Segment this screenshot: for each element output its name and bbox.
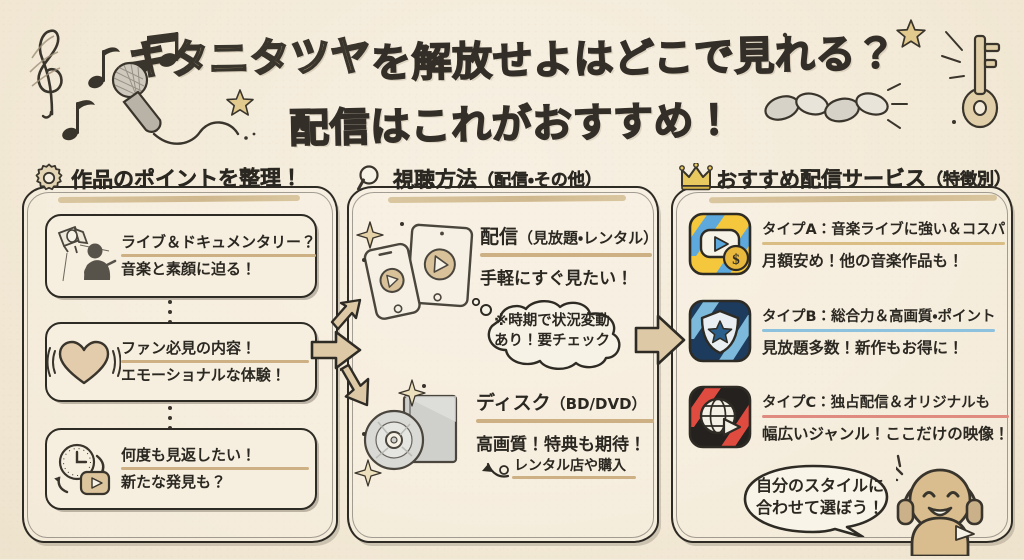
shield-star-badge-icon [688, 299, 752, 363]
service-body: 幅広いジャンル！ここだけの映像！ [762, 424, 1010, 443]
flow-arrow [310, 298, 372, 386]
connector-dots [168, 406, 172, 430]
point-card-text: 何度も見返したい！ 新たな発見も？ [121, 445, 315, 492]
service-row[interactable]: $ タイプA：音楽ライブに強い＆コスパ 月額安め！他の音楽作品も！ [688, 212, 1006, 276]
title-line-1-rest: を解放せよはどこで見れる？ [370, 30, 898, 88]
service-text: タイプB：総合力＆高画質・ポイント 見放題多数！新作もお得に！ [762, 305, 996, 358]
panel-watch-title: 視聴方法（配信・その他） [392, 167, 603, 193]
watch-method-streaming: 配信（見放題・レンタル） 手軽にすぐ見たい！ [480, 222, 659, 289]
service-body: 見放題多数！新作もお得に！ [762, 338, 964, 357]
point-card-body: 新たな発見も？ [121, 473, 227, 491]
title-line-1: キタニタツヤを解放せよはどこで見れる？ [0, 26, 1024, 88]
service-body: 月額安め！他の音楽作品も！ [762, 251, 964, 270]
panel-points-header: 作品のポイントを整理！ [34, 163, 302, 193]
svg-text:$: $ [732, 252, 740, 268]
title-highlight: キタニタツヤ [127, 33, 373, 86]
globe-play-badge-icon [688, 385, 752, 449]
point-card-title: 何度も見返したい！ [121, 445, 257, 464]
magnifier-icon [356, 163, 386, 193]
pulsing-heart-icon [47, 329, 121, 395]
watch-method-body: 高画質！特典も期待！ [476, 435, 646, 455]
watch-method-title: ディスク（BD/DVD） [476, 392, 647, 414]
point-card-text: ファン必見の内容！ エモーショナルな体験！ [121, 338, 315, 385]
point-card-underline [121, 467, 309, 470]
point-card-text: ライブ＆ドキュメンタリー？ 音楽と素顔に迫る！ [121, 232, 322, 279]
point-card-underline [121, 360, 309, 363]
point-card-title: ファン必見の内容！ [121, 338, 257, 357]
service-text: タイプA：音楽ライブに強い＆コスパ 月額安め！他の音楽作品も！ [762, 218, 1006, 271]
disc-footnote-underline [512, 476, 636, 479]
service-row[interactable]: タイプC：独占配信＆オリジナルも 幅広いジャンル！ここだけの映像！ [688, 385, 1010, 449]
service-title: タイプA：音楽ライブに強い＆コスパ [762, 221, 1006, 238]
point-card[interactable]: ファン必見の内容！ エモーショナルな体験！ [45, 322, 317, 402]
flow-arrow [634, 300, 690, 384]
mascot-speech-bubble: 自分のスタイルに 合わせて選ぼう！ [737, 461, 903, 537]
title-line-2: 配信はこれがおすすめ！ [288, 97, 736, 153]
watch-method-underline [476, 419, 654, 423]
point-card[interactable]: ライブ＆ドキュメンタリー？ 音楽と素顔に迫る！ [45, 214, 317, 298]
service-underline [762, 328, 996, 332]
point-card-body: エモーショナルな体験！ [121, 366, 286, 384]
clock-replay-play-icon [47, 436, 121, 502]
crown-icon [679, 162, 713, 193]
title-block: キタニタツヤを解放せよはどこで見れる？ 配信はこれがおすすめ！ [0, 6, 1024, 154]
panel-services-title: おすすめ配信サービス（特徴別） [715, 166, 1012, 193]
panel-points-title: 作品のポイントを整理！ [70, 165, 303, 193]
service-title: タイプC：独占配信＆オリジナルも [762, 394, 991, 411]
spotlight-guitarist-icon [47, 223, 121, 289]
service-underline [762, 414, 1010, 418]
watch-method-underline [480, 253, 652, 257]
point-card-underline [121, 254, 317, 257]
play-coin-badge-icon: $ [688, 212, 752, 276]
panel-services-header: おすすめ配信サービス（特徴別） [679, 162, 1012, 193]
service-row[interactable]: タイプB：総合力＆高画質・ポイント 見放題多数！新作もお得に！ [688, 299, 996, 363]
point-card-title: ライブ＆ドキュメンタリー？ [121, 232, 317, 251]
gear-icon [34, 163, 64, 193]
note-thought-bubble: ※時期で状況変動 あり！要チェック [470, 298, 634, 372]
panel-watch-header: 視聴方法（配信・その他） [356, 163, 602, 193]
flow-arrow-down [333, 362, 392, 418]
note-text: ※時期で状況変動 あり！要チェック [494, 313, 610, 349]
point-card-body: 音楽と素顔に迫る！ [121, 260, 257, 278]
watch-method-disc: ディスク（BD/DVD） 高画質！特典も期待！ [476, 388, 654, 455]
mascot-speech-text: 自分のスタイルに 合わせて選ぼう！ [755, 476, 884, 518]
watch-method-title: 配信（見放題・レンタル） [480, 226, 659, 248]
service-text: タイプC：独占配信＆オリジナルも 幅広いジャンル！ここだけの映像！ [762, 391, 1010, 444]
connector-dots [168, 300, 172, 324]
service-underline [762, 241, 1006, 245]
headphone-character-icon [884, 452, 1004, 558]
service-title: タイプB：総合力＆高画質・ポイント [762, 308, 996, 325]
watch-method-body: 手軽にすぐ見たい！ [480, 269, 634, 289]
point-card[interactable]: 何度も見返したい！ 新たな発見も？ [45, 428, 317, 510]
disc-footnote: レンタル店や購入 [514, 458, 626, 474]
